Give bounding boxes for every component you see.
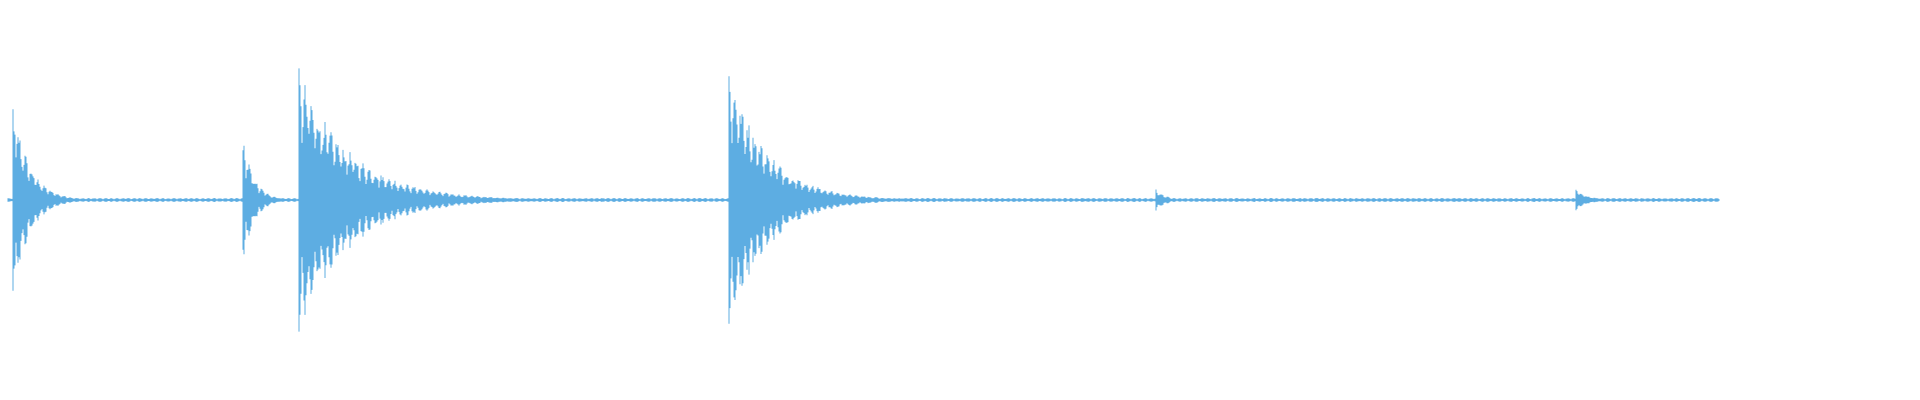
- waveform-trace: [7, 68, 1720, 332]
